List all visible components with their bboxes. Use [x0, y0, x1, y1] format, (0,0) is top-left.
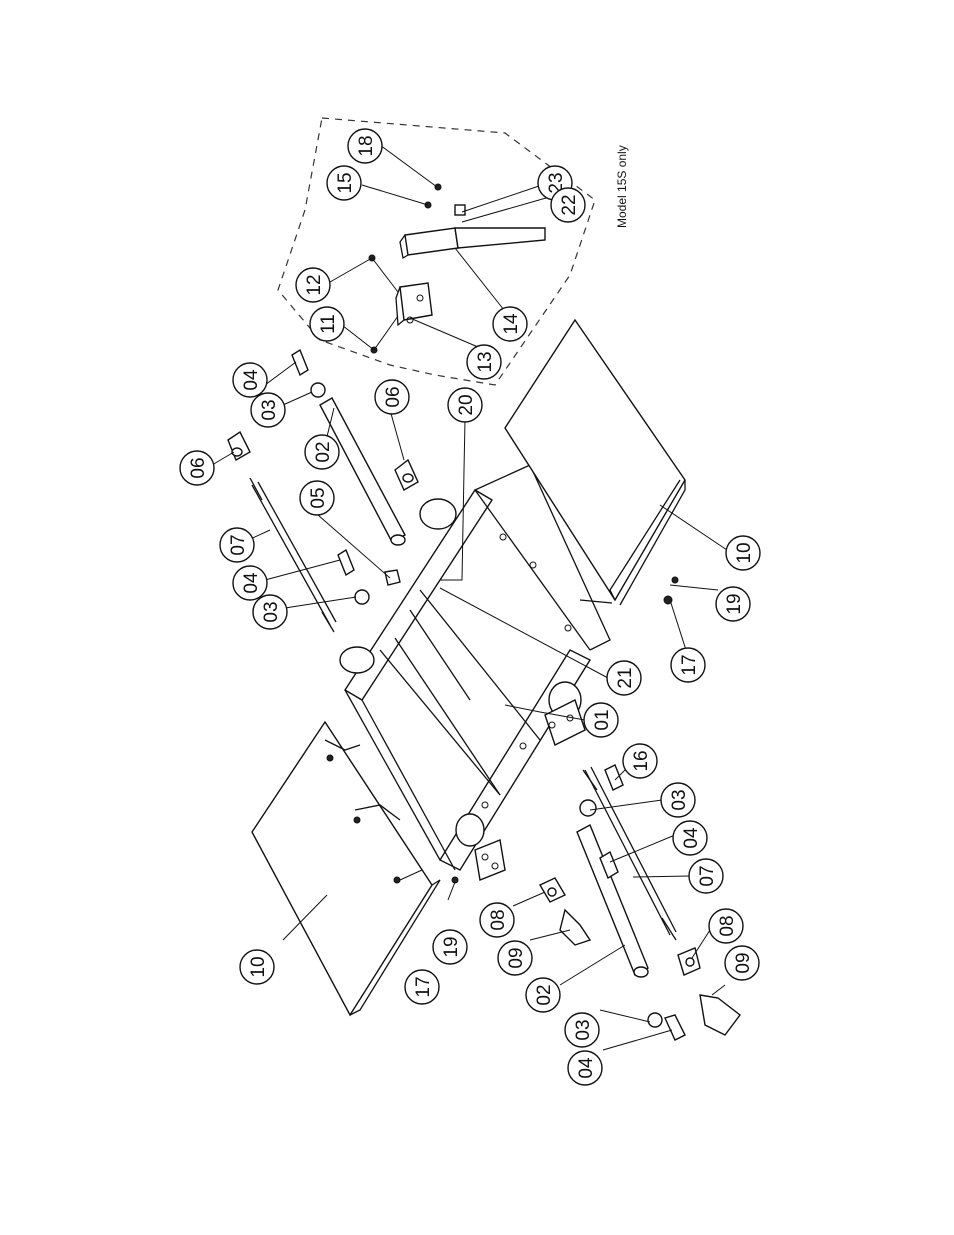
svg-text:02: 02 — [534, 984, 555, 1005]
svg-text:19: 19 — [441, 936, 462, 957]
callout-19-left: 19 — [432, 929, 468, 965]
svg-text:09: 09 — [506, 947, 527, 968]
callout-18: 18 — [347, 128, 383, 164]
shaft-upper — [319, 397, 406, 546]
svg-text:17: 17 — [413, 976, 434, 997]
svg-text:02: 02 — [313, 441, 334, 462]
small-parts — [227, 348, 741, 1041]
fence-assembly — [368, 183, 546, 354]
svg-text:17: 17 — [679, 654, 700, 675]
svg-text:23: 23 — [546, 172, 567, 193]
callout-06-left: 06 — [179, 450, 215, 486]
svg-text:22: 22 — [559, 194, 580, 215]
threaded-rod-lower — [582, 766, 677, 941]
callout-04-mid: 04 — [232, 565, 268, 601]
svg-text:07: 07 — [697, 865, 718, 886]
callout-08-left: 08 — [479, 902, 515, 938]
table-left — [251, 720, 441, 1017]
callout-02-lower: 02 — [525, 977, 561, 1013]
svg-text:06: 06 — [383, 386, 404, 407]
callout-16: 16 — [622, 743, 658, 779]
table-right — [504, 318, 686, 606]
callout-05: 05 — [299, 480, 335, 516]
callout-15: 15 — [326, 165, 362, 201]
callout-11: 11 — [309, 306, 345, 342]
leader-lines — [211, 144, 728, 1051]
svg-text:08: 08 — [717, 915, 738, 936]
callout-08-right: 08 — [708, 908, 744, 944]
callout-12: 12 — [295, 267, 331, 303]
callout-09-left: 09 — [497, 940, 533, 976]
callout-07-lower: 07 — [688, 858, 724, 894]
callout-07-top: 07 — [219, 527, 255, 563]
callout-01: 01 — [583, 702, 619, 738]
svg-text:20: 20 — [456, 394, 477, 415]
callout-17-left: 17 — [404, 969, 440, 1005]
svg-text:07: 07 — [228, 534, 249, 555]
callout-10-left: 10 — [239, 949, 275, 985]
svg-text:18: 18 — [356, 135, 377, 156]
svg-text:03: 03 — [259, 399, 280, 420]
callout-14: 14 — [492, 306, 528, 342]
callout-03-mid: 03 — [252, 594, 288, 630]
svg-text:04: 04 — [576, 1057, 597, 1079]
callout-06-right: 06 — [374, 379, 410, 415]
model-note-label: Model 15S only — [615, 145, 629, 228]
svg-text:13: 13 — [475, 351, 496, 372]
callout-21: 21 — [606, 660, 642, 696]
svg-text:08: 08 — [488, 909, 509, 930]
svg-text:10: 10 — [248, 956, 269, 977]
model-15s-boundary — [277, 117, 596, 386]
callout-03-top: 03 — [250, 392, 286, 428]
callout-20: 20 — [447, 387, 483, 423]
svg-text:10: 10 — [734, 542, 755, 563]
callout-04-bottom: 04 — [567, 1050, 603, 1086]
svg-text:12: 12 — [304, 274, 325, 295]
svg-text:16: 16 — [631, 750, 652, 771]
main-bed-casting — [339, 464, 611, 881]
callout-09-right: 09 — [724, 945, 760, 981]
shaft-lower — [576, 824, 649, 978]
svg-text:06: 06 — [188, 457, 209, 478]
callout-04-lower: 04 — [672, 820, 708, 856]
callout-19-right: 19 — [715, 586, 751, 622]
callout-13: 13 — [466, 344, 502, 380]
callout-04-top: 04 — [232, 362, 268, 398]
svg-text:03: 03 — [669, 789, 690, 810]
callout-02-top: 02 — [304, 434, 340, 470]
svg-text:14: 14 — [501, 313, 522, 335]
svg-text:04: 04 — [241, 572, 262, 594]
svg-text:01: 01 — [592, 709, 613, 730]
callout-10-right: 10 — [725, 535, 761, 571]
callout-22: 22 — [550, 187, 586, 223]
svg-text:04: 04 — [681, 827, 702, 849]
svg-text:03: 03 — [573, 1019, 594, 1040]
svg-text:09: 09 — [733, 952, 754, 973]
callout-03-lower: 03 — [660, 782, 696, 818]
svg-text:03: 03 — [261, 601, 282, 622]
svg-text:04: 04 — [241, 369, 262, 391]
svg-text:11: 11 — [318, 314, 339, 334]
svg-text:15: 15 — [335, 172, 356, 193]
svg-text:19: 19 — [724, 593, 745, 614]
threaded-rod-upper — [249, 477, 337, 633]
svg-text:05: 05 — [308, 487, 329, 508]
callout-03-bottom: 03 — [564, 1012, 600, 1048]
callout-17-right: 17 — [670, 647, 706, 683]
svg-text:21: 21 — [615, 667, 636, 688]
